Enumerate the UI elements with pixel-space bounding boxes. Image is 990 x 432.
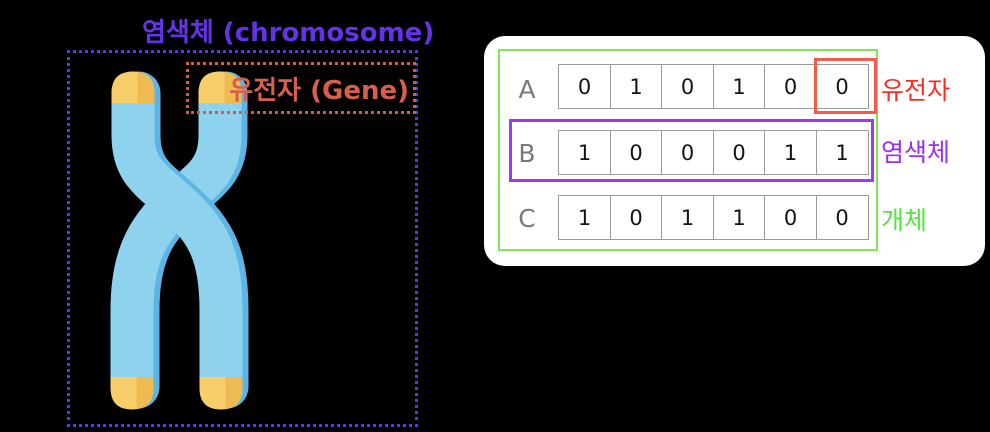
gene-cell: 0 [609,195,663,240]
gene-dotted-box: 유전자 (Gene) [186,62,416,114]
row-label-a: A [518,75,536,104]
individual-outline-box [498,49,878,251]
gene-cell: 1 [609,64,663,109]
gene-cell: 1 [764,130,817,175]
gene-cell: 0 [815,64,869,109]
gene-cell: 1 [712,64,766,109]
gene-cell: 0 [661,64,714,109]
gene-cell: 0 [712,130,766,175]
gene-cells-row-b: 1 0 0 0 1 1 [558,130,869,175]
row-label-b: B [518,139,536,168]
side-label-individual: 개체 [881,206,928,235]
gene-cell: 0 [609,130,663,175]
chromosome-outline-box [509,119,874,182]
gene-cell: 1 [815,130,869,175]
chromosome-icon [110,71,249,410]
side-label-gene: 유전자 [881,76,951,105]
telomere-tip [198,71,242,103]
chromosome-title: 염색체 (chromosome) [142,18,435,48]
gene-cell: 0 [764,195,817,240]
encoding-panel: A 0 1 0 1 0 0 유전자 B 1 0 0 0 1 1 염색체 C 1 … [484,36,985,266]
gene-cell: 0 [764,64,817,109]
gene-cell: 1 [661,195,714,240]
telomere-tip [111,71,155,103]
chromatid [111,71,243,409]
gene-cells-row-a: 0 1 0 1 0 0 [558,64,869,109]
gene-cell: 0 [815,195,869,240]
side-label-chromosome: 염색체 [881,138,951,167]
telomere-tip [110,377,154,410]
gene-outline-box [814,58,877,114]
chromosome-dotted-box [67,50,418,427]
gene-cell: 1 [712,195,766,240]
gene-cell: 0 [558,64,611,109]
gene-cells-row-c: 1 0 1 1 0 0 [558,195,869,240]
gene-label: 유전자 (Gene) [229,75,409,106]
telomere-tip [199,377,243,410]
row-label-c: C [518,204,536,233]
gene-cell: 0 [661,130,714,175]
gene-cell: 1 [558,195,611,240]
